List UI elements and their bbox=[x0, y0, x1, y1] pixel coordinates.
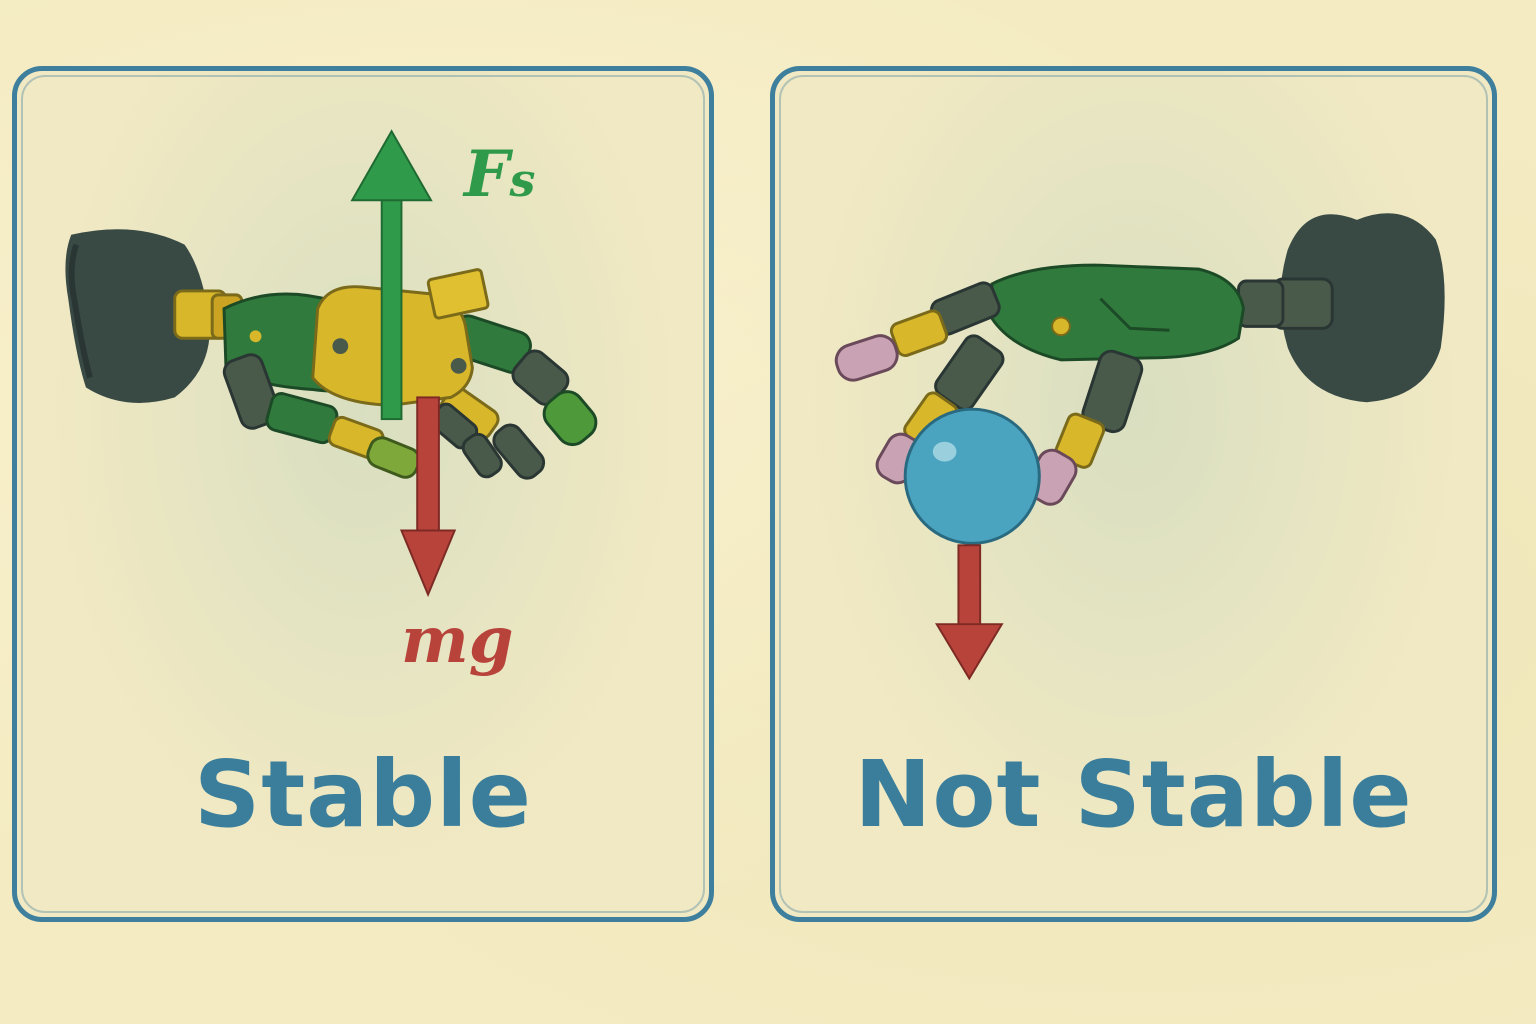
stable-grasp-illustration bbox=[65, 129, 598, 598]
not-stable-panel: Not Stable bbox=[770, 66, 1497, 922]
support-force-label: Fs bbox=[464, 137, 536, 212]
weight-force-arrow bbox=[935, 544, 1004, 681]
support-force-arrow bbox=[350, 129, 433, 421]
weight-force-label: mg bbox=[401, 603, 514, 678]
stable-caption: Stable bbox=[193, 741, 533, 848]
ball-icon bbox=[903, 407, 1041, 545]
robot-finger-back bbox=[429, 402, 503, 479]
robot-finger-index bbox=[834, 281, 1001, 382]
robot-finger-lower bbox=[222, 353, 421, 479]
robot-wrist-segment bbox=[1237, 277, 1334, 330]
unstable-grasp-illustration bbox=[834, 213, 1445, 681]
robot-arm-base-icon bbox=[1280, 213, 1445, 403]
stable-panel: Fs mg Stable bbox=[12, 66, 714, 922]
weight-force-arrow bbox=[399, 396, 457, 598]
robot-palm bbox=[990, 263, 1245, 362]
robot-arm-base-icon bbox=[65, 229, 210, 403]
not-stable-caption: Not Stable bbox=[854, 741, 1413, 848]
